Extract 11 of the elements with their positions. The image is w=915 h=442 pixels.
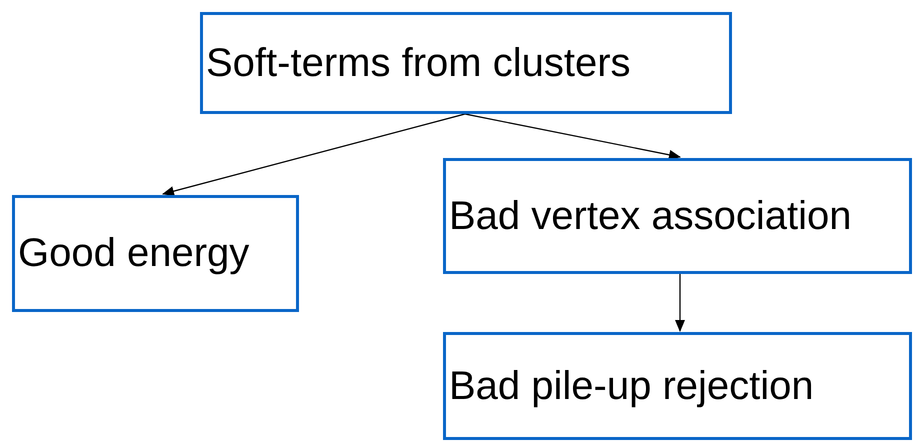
process-box (443, 332, 912, 440)
box-label: Bad pile-up rejection (449, 364, 814, 408)
arrow (464, 113, 681, 160)
process-box (443, 158, 912, 274)
process-box (12, 195, 299, 312)
box-label: Good energy (18, 231, 250, 276)
box-label: Bad vertex association (449, 194, 852, 238)
process-box (200, 12, 732, 114)
arrow (162, 113, 466, 196)
box-label: Soft-terms from clusters (206, 40, 631, 86)
arrow (675, 274, 685, 332)
